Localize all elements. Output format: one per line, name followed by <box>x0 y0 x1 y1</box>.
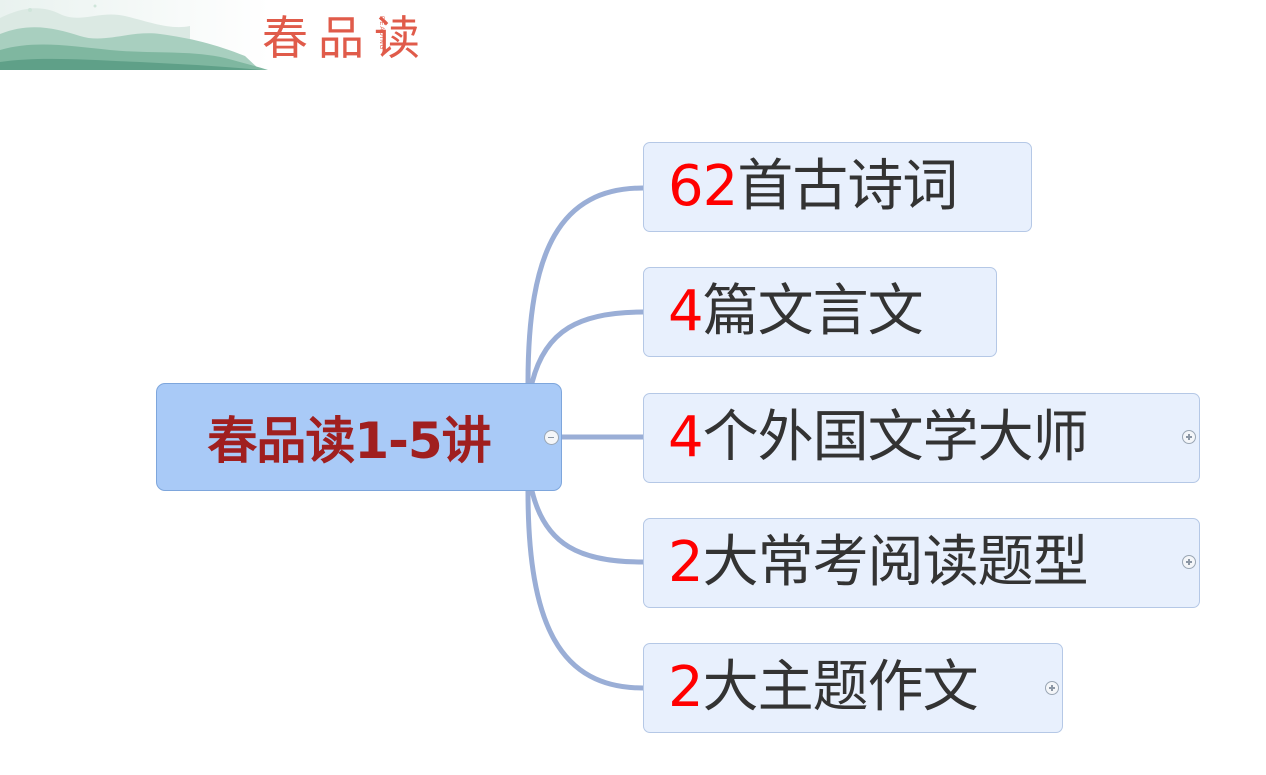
root-label: 春品读1-5讲 <box>207 412 491 470</box>
expand-plus-icon[interactable] <box>1045 681 1059 695</box>
collapse-minus-icon[interactable] <box>544 430 559 445</box>
child-node-5[interactable]: 2大主题作文 <box>643 643 1063 733</box>
node-number: 2 <box>668 655 704 720</box>
root-node[interactable]: 春品读1-5讲 <box>156 383 562 491</box>
node-label: 个外国文学大师 <box>702 405 1089 470</box>
expand-plus-icon[interactable] <box>1182 555 1196 569</box>
landscape-hills-icon <box>0 0 270 70</box>
connector-2 <box>529 309 646 386</box>
logo-title: 春品读 <box>262 11 430 65</box>
node-label: 大常考阅读题型 <box>702 530 1089 595</box>
expand-plus-icon[interactable] <box>1182 430 1196 444</box>
node-number: 2 <box>668 530 704 595</box>
child-node-1[interactable]: 62首古诗词 <box>643 142 1032 232</box>
node-label: 篇文言文 <box>702 279 924 344</box>
child-node-2[interactable]: 4篇文言文 <box>643 267 997 357</box>
node-number: 4 <box>668 405 704 470</box>
node-number: 62 <box>668 154 738 219</box>
child-node-3[interactable]: 4个外国文学大师 <box>643 393 1200 483</box>
node-number: 4 <box>668 279 704 344</box>
connector-1 <box>525 185 646 386</box>
connector-4 <box>529 488 646 565</box>
logo-subtitle: READING <box>378 16 384 51</box>
node-label: 首古诗词 <box>737 154 958 219</box>
node-label: 大主题作文 <box>702 655 979 720</box>
connector-5 <box>525 488 646 691</box>
header-banner: 春品读 READING <box>0 0 1266 70</box>
child-node-4[interactable]: 2大常考阅读题型 <box>643 518 1200 608</box>
